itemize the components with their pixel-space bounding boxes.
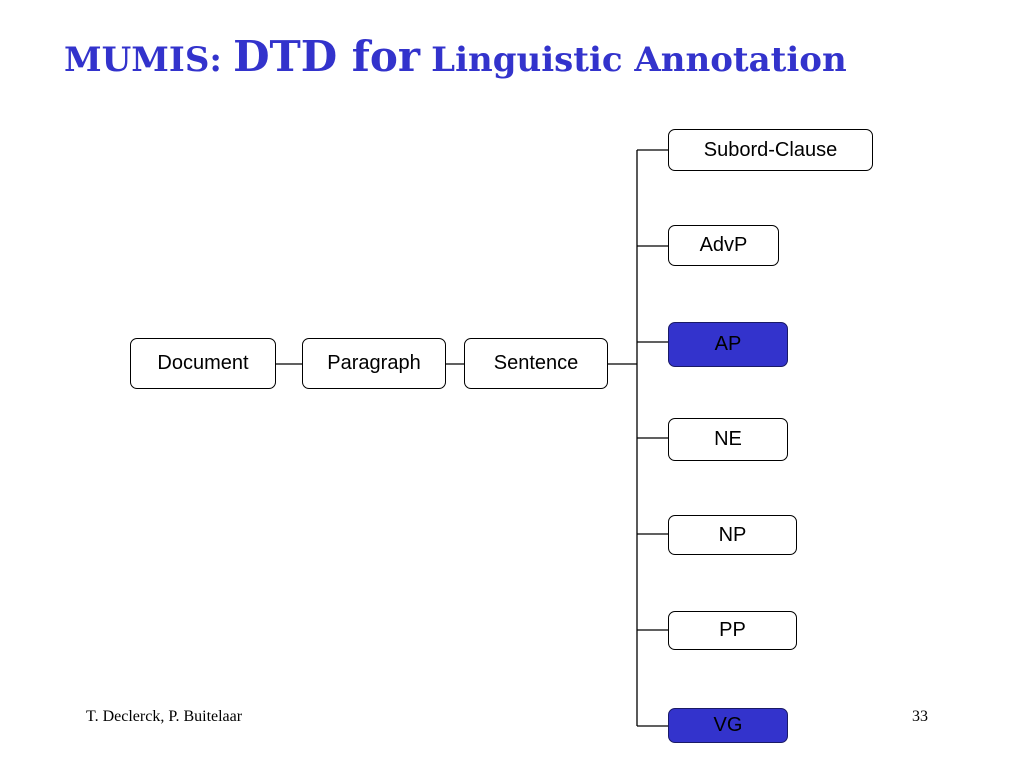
node-ap: AP [668,322,788,367]
node-paragraph: Paragraph [302,338,446,389]
title-part-mumis: MUMIS: [64,40,222,80]
title-part-dtd-for: DTD for [233,32,421,81]
node-advp: AdvP [668,225,779,266]
node-ne: NE [668,418,788,461]
title-part-linguistic-annotation: Linguistic Annotation [431,40,847,80]
node-sentence: Sentence [464,338,608,389]
footer-page-number: 33 [912,708,928,725]
node-document: Document [130,338,276,389]
node-subord-clause: Subord-Clause [668,129,873,171]
node-np: NP [668,515,797,555]
node-vg: VG [668,708,788,743]
page-title: MUMIS: DTD for Linguistic Annotation [64,36,847,78]
footer-authors: T. Declerck, P. Buitelaar [86,708,243,725]
node-pp: PP [668,611,797,650]
